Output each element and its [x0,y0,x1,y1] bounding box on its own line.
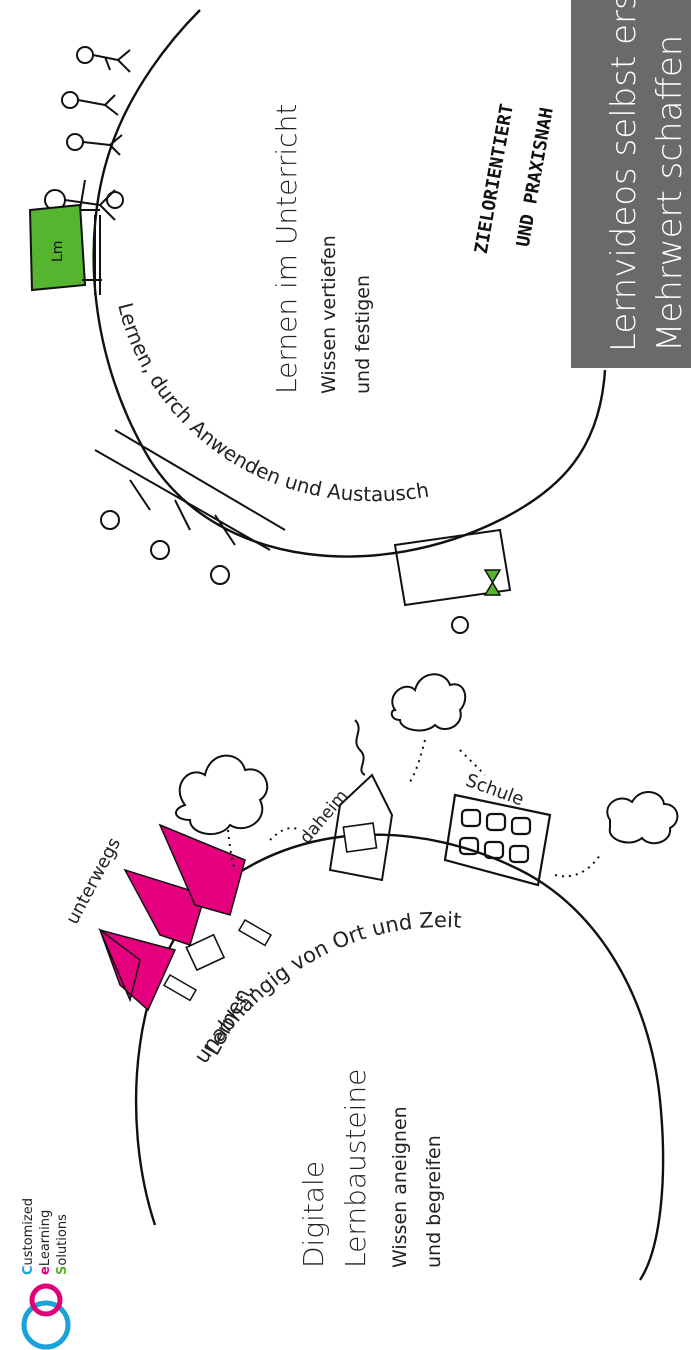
banner-line1: Lernvideos selbst erst [601,0,647,352]
right-title: Lernen im Unterricht [266,104,308,394]
left-title-block: Digitale Lernbausteine Wissen aneignen u… [293,1069,451,1268]
left-sub-line2: und begreifen [417,1069,451,1268]
left-sub-line1: Wissen aneignen [383,1069,417,1268]
left-title-line2: Lernbausteine [335,1069,377,1268]
whiteboard-icon [30,205,102,295]
right-sub-line1: Wissen vertiefen [312,104,346,394]
whiteboard-text: Lm [50,241,66,262]
right-sub-line2: und festigen [346,104,380,394]
title-banner: Lernvideos selbst erst Mehrwert schaffen [571,0,691,368]
left-title-line1: Digitale [293,1069,335,1268]
banner-line2: Mehrwert schaffen [647,0,691,352]
banner-text: Lernvideos selbst erst Mehrwert schaffen [601,0,691,352]
cloud-icon [176,674,677,843]
dotted-lines [228,740,600,876]
logo-text: Customized eLearning Solutions [20,1198,71,1275]
hourglass-icon [485,570,500,595]
es-logo-icon [16,1280,78,1350]
arc-label-left: unabhängig von Ort und Zeit [189,908,462,1068]
school-building-icon [445,795,550,885]
right-title-block: Lernen im Unterricht Wissen vertiefen un… [266,104,380,394]
